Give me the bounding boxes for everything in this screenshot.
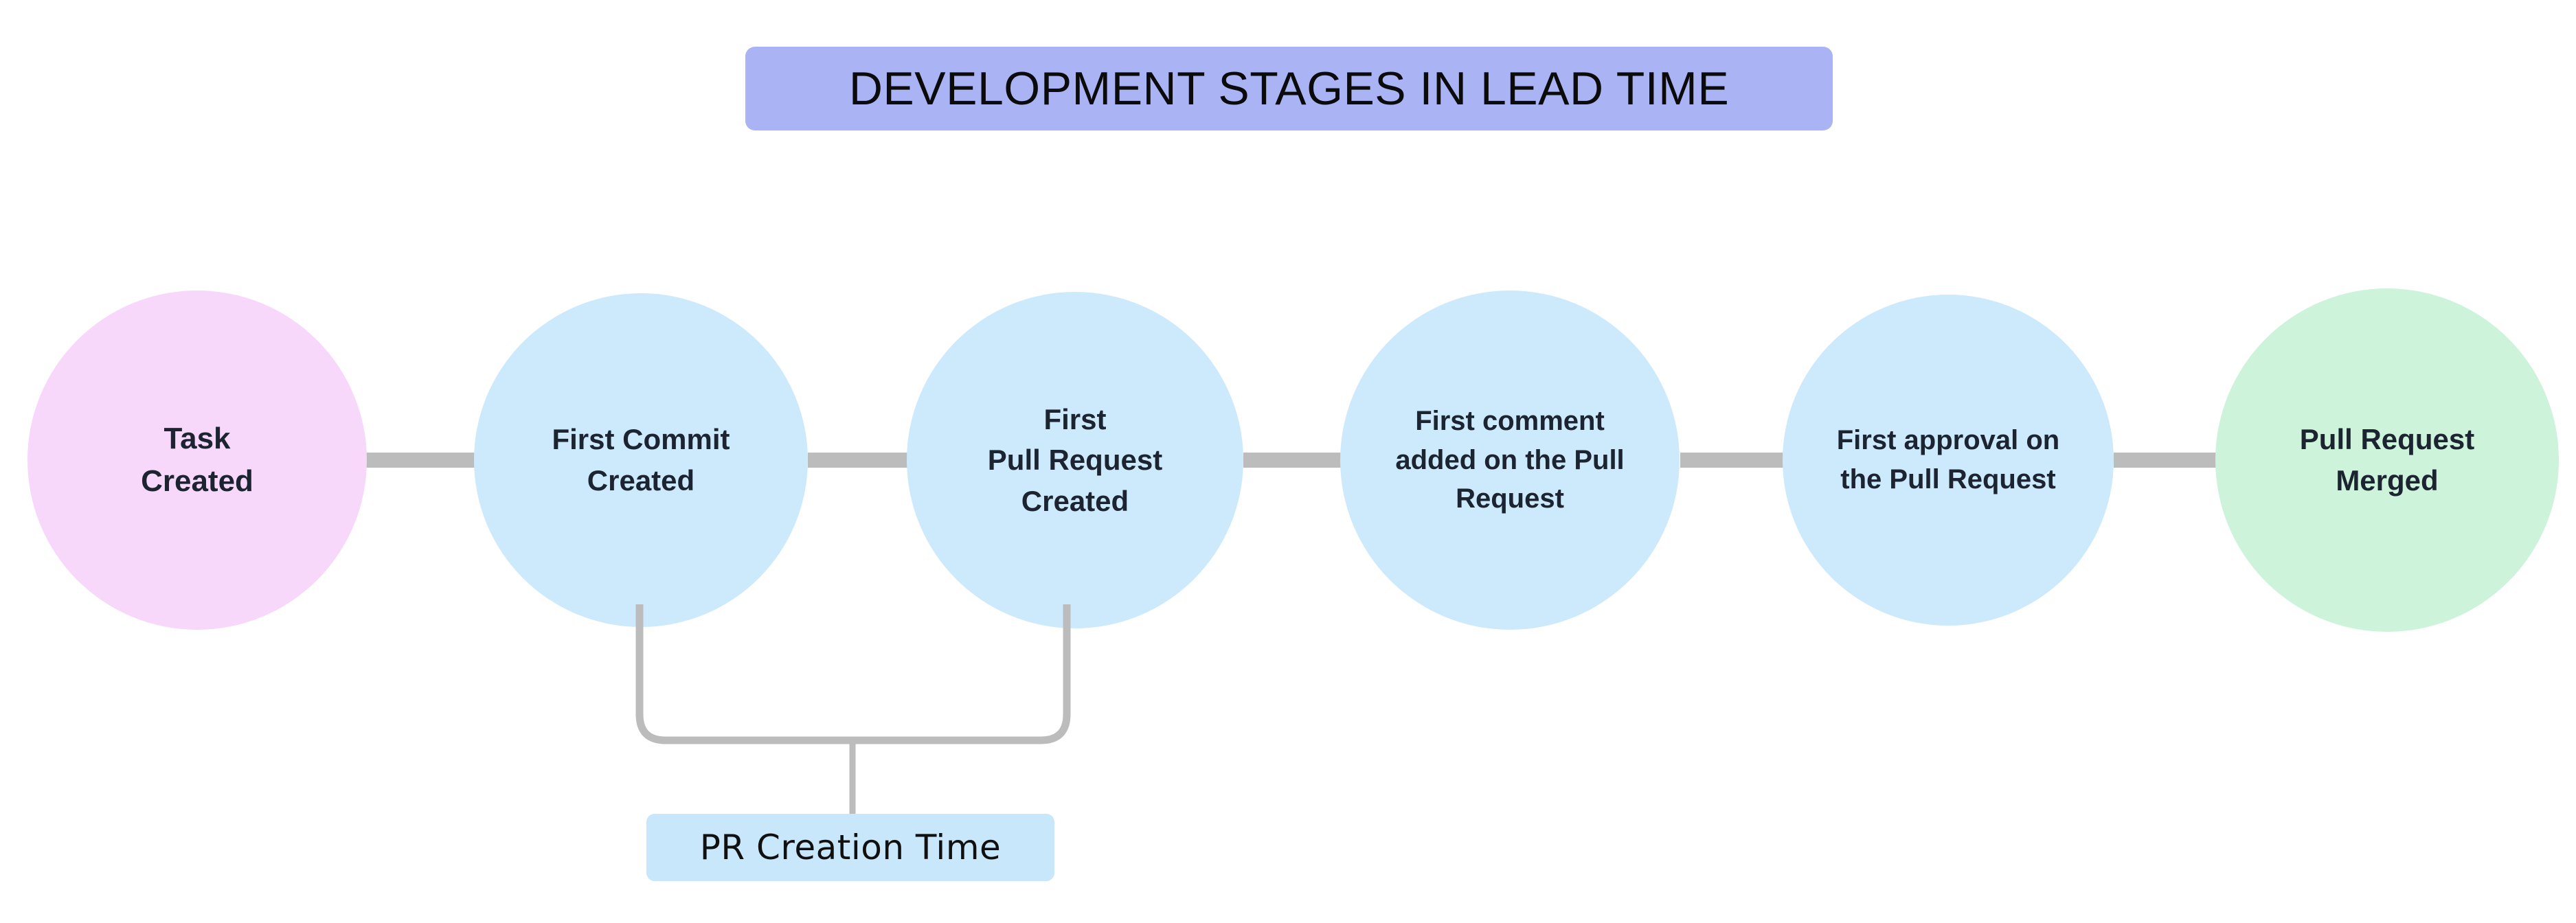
node-first-pull-request-created-label: First Pull Request Created — [970, 399, 1180, 522]
node-line: Request — [1456, 483, 1564, 514]
node-first-approval-on-pull-request-label: First approval on the Pull Request — [1819, 421, 2078, 499]
node-line: Created — [141, 464, 253, 498]
page-title: DEVELOPMENT STAGES IN LEAD TIME — [848, 62, 1730, 115]
node-line: Created — [587, 464, 695, 497]
connector-commit-to-pr — [808, 453, 907, 468]
node-line: First comment — [1415, 405, 1605, 436]
node-first-commit-created[interactable]: First Commit Created — [474, 293, 808, 627]
connector-comment-to-approval — [1680, 453, 1783, 468]
connector-pr-to-comment — [1243, 453, 1341, 468]
diagram-title-box: DEVELOPMENT STAGES IN LEAD TIME — [745, 47, 1833, 130]
node-first-approval-on-pull-request[interactable]: First approval on the Pull Request — [1783, 295, 2114, 626]
node-line: Task — [163, 421, 231, 455]
node-task-created[interactable]: Task Created — [27, 290, 367, 630]
node-first-comment-on-pull-request[interactable]: First comment added on the Pull Request — [1340, 290, 1680, 630]
node-line: Pull Request — [987, 444, 1163, 477]
node-first-commit-created-label: First Commit Created — [534, 419, 747, 501]
node-line: Created — [1021, 484, 1129, 517]
node-line: Pull Request — [2299, 423, 2475, 456]
node-first-comment-on-pull-request-label: First comment added on the Pull Request — [1377, 402, 1642, 519]
node-line: First — [1043, 402, 1107, 435]
pr-creation-time-bracket — [635, 604, 1071, 814]
node-line: Merged — [2336, 464, 2439, 497]
node-pull-request-merged-label: Pull Request Merged — [2282, 419, 2492, 501]
node-task-created-label: Task Created — [123, 418, 271, 503]
node-line: First approval on — [1836, 425, 2060, 456]
node-first-pull-request-created[interactable]: First Pull Request Created — [907, 292, 1243, 628]
node-line: the Pull Request — [1840, 464, 2056, 494]
edge-label-text: PR Creation Time — [699, 828, 1002, 867]
node-line: added on the Pull — [1395, 444, 1625, 475]
edge-label-pr-creation-time[interactable]: PR Creation Time — [646, 814, 1054, 881]
node-pull-request-merged[interactable]: Pull Request Merged — [2215, 288, 2559, 632]
connector-approval-to-merged — [2114, 453, 2216, 468]
connector-task-to-commit — [366, 453, 475, 468]
node-line: First Commit — [552, 423, 730, 456]
